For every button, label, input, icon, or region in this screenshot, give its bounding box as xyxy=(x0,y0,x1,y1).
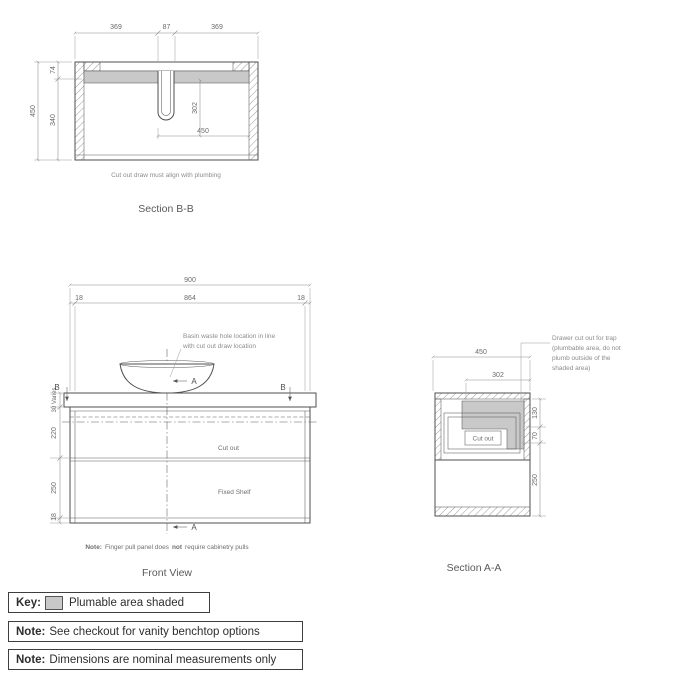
bb-trap-cutout-inner xyxy=(161,71,171,116)
aa-dim-mid-label: 70 xyxy=(532,432,539,440)
aa-dim-top-label: 130 xyxy=(532,407,539,419)
fv-section-a-marker-top: A xyxy=(191,377,197,386)
aa-drawer-outline xyxy=(443,412,521,454)
key-label: Key: xyxy=(16,596,41,609)
bb-title: Section B-B xyxy=(138,203,193,215)
fv-dim-side-left-label: 18 xyxy=(75,295,83,302)
aa-annotation-line2: (plumbable area, do not xyxy=(552,345,621,352)
shaded-area-swatch xyxy=(44,595,63,610)
aa-cut-out-label: Cut out xyxy=(473,436,494,443)
legend-key-box: Key: Plumable area shaded xyxy=(8,592,210,613)
section-bb-drawing: 369 87 369 450 74 340 302 450 Cut out dr… xyxy=(30,24,260,215)
fv-dim-kick-label: 18 xyxy=(51,513,58,521)
fv-note-prefix: Note: xyxy=(85,544,102,551)
aa-bottom-hatch xyxy=(434,506,531,517)
bb-left-wall-hatch xyxy=(74,61,85,161)
bb-top-strip xyxy=(83,61,250,72)
aa-cabinet-outline xyxy=(434,392,531,517)
bb-dim-top-right-label: 369 xyxy=(211,24,223,31)
aa-drawer-inner-line xyxy=(447,416,517,450)
bb-dim-top-left-label: 369 xyxy=(110,24,122,31)
bb-extension-lines xyxy=(34,36,259,161)
aa-benchtop-hatch xyxy=(434,392,531,400)
fv-extension-lines xyxy=(50,288,311,524)
fv-fixed-shelf-label: Fixed Shelf xyxy=(218,489,251,496)
bb-dim-top-mid-label: 87 xyxy=(163,24,171,31)
aa-dim-cutout-label: 302 xyxy=(492,372,504,379)
bb-dim-left-total-label: 450 xyxy=(30,105,37,117)
fv-cut-out-label: Cut out xyxy=(218,445,239,452)
bb-plumbing-note: Cut out draw must align with plumbing xyxy=(111,172,221,179)
aa-annotation-leader xyxy=(520,342,550,401)
fv-section-a-marker-bottom: A xyxy=(191,523,197,532)
fv-shelf-and-bottom-lines xyxy=(70,457,310,519)
note-benchtop-prefix: Note: xyxy=(16,625,46,638)
fv-basin-note-line2: with cut out draw location xyxy=(182,343,256,350)
fv-dim-drawer-label: 220 xyxy=(51,427,58,439)
fv-dim-lower-label: 250 xyxy=(51,482,58,494)
fv-note-part1: Finger pull panel does xyxy=(105,544,170,551)
note-dimensions-prefix: Note: xyxy=(16,653,46,666)
fv-dim-benchtop-label: 30 Varies xyxy=(52,388,58,413)
bb-cabinet-outline xyxy=(74,61,259,161)
bb-dim-trap-depth-label: 302 xyxy=(192,102,199,114)
fv-note-bold: not xyxy=(172,544,183,551)
fv-section-b-marker-right: B xyxy=(280,383,285,392)
key-text: Plumable area shaded xyxy=(68,596,185,609)
fv-cabinet-outline xyxy=(69,406,311,524)
fv-basin-bowl xyxy=(119,363,215,394)
bb-right-wall-hatch xyxy=(248,61,259,161)
fv-basin-note-line1: Basin waste hole location in line xyxy=(183,333,276,340)
fv-note-part2: require cabinetry pulls xyxy=(185,544,249,551)
bb-corner-hatch-left xyxy=(83,61,101,72)
aa-extension-lines xyxy=(432,360,546,517)
aa-back-wall-hatch xyxy=(523,398,531,461)
aa-annotation-line4: shaded area) xyxy=(552,365,590,372)
fv-carcass-lines xyxy=(70,410,310,523)
fv-basin-rim xyxy=(119,360,215,368)
aa-cut-out-label-box xyxy=(464,430,502,446)
aa-dim-overall-label: 450 xyxy=(475,349,487,356)
note-benchtop-text: See checkout for vanity benchtop options xyxy=(49,625,260,638)
fv-title: Front View xyxy=(142,567,192,579)
fv-basin-note-leader xyxy=(169,348,182,378)
bb-dim-inner-width-label: 450 xyxy=(197,128,209,135)
aa-front-wall-hatch xyxy=(434,398,442,461)
fv-dim-overall-label: 900 xyxy=(184,277,196,284)
aa-annotation-line1: Drawer cut out for trap xyxy=(552,335,617,342)
aa-annotation-line3: plumb outside of the xyxy=(552,355,611,362)
aa-title: Section A-A xyxy=(447,562,502,574)
fv-benchtop xyxy=(63,392,317,408)
aa-dim-bottom-label: 250 xyxy=(532,474,539,486)
bb-corner-hatch-right xyxy=(232,61,250,72)
fv-section-b-marker-left: B xyxy=(54,383,59,392)
fv-dim-opening-label: 864 xyxy=(184,295,196,302)
bb-trap-cutout-outer xyxy=(157,71,175,121)
bb-dim-left-upper-label: 74 xyxy=(50,66,57,74)
bb-dim-left-lower-label: 340 xyxy=(50,114,57,126)
front-view-drawing: 900 18 864 18 30 Varies 220 250 18 Basin… xyxy=(50,277,318,579)
note-dimensions-box: Note: Dimensions are nominal measurement… xyxy=(8,649,303,670)
note-benchtop-box: Note: See checkout for vanity benchtop o… xyxy=(8,621,303,642)
section-aa-drawing: Cut out 450 302 130 70 250 Drawer cut ou… xyxy=(431,335,621,574)
fv-dim-side-right-label: 18 xyxy=(297,295,305,302)
note-dimensions-text: Dimensions are nominal measurements only xyxy=(49,653,277,666)
